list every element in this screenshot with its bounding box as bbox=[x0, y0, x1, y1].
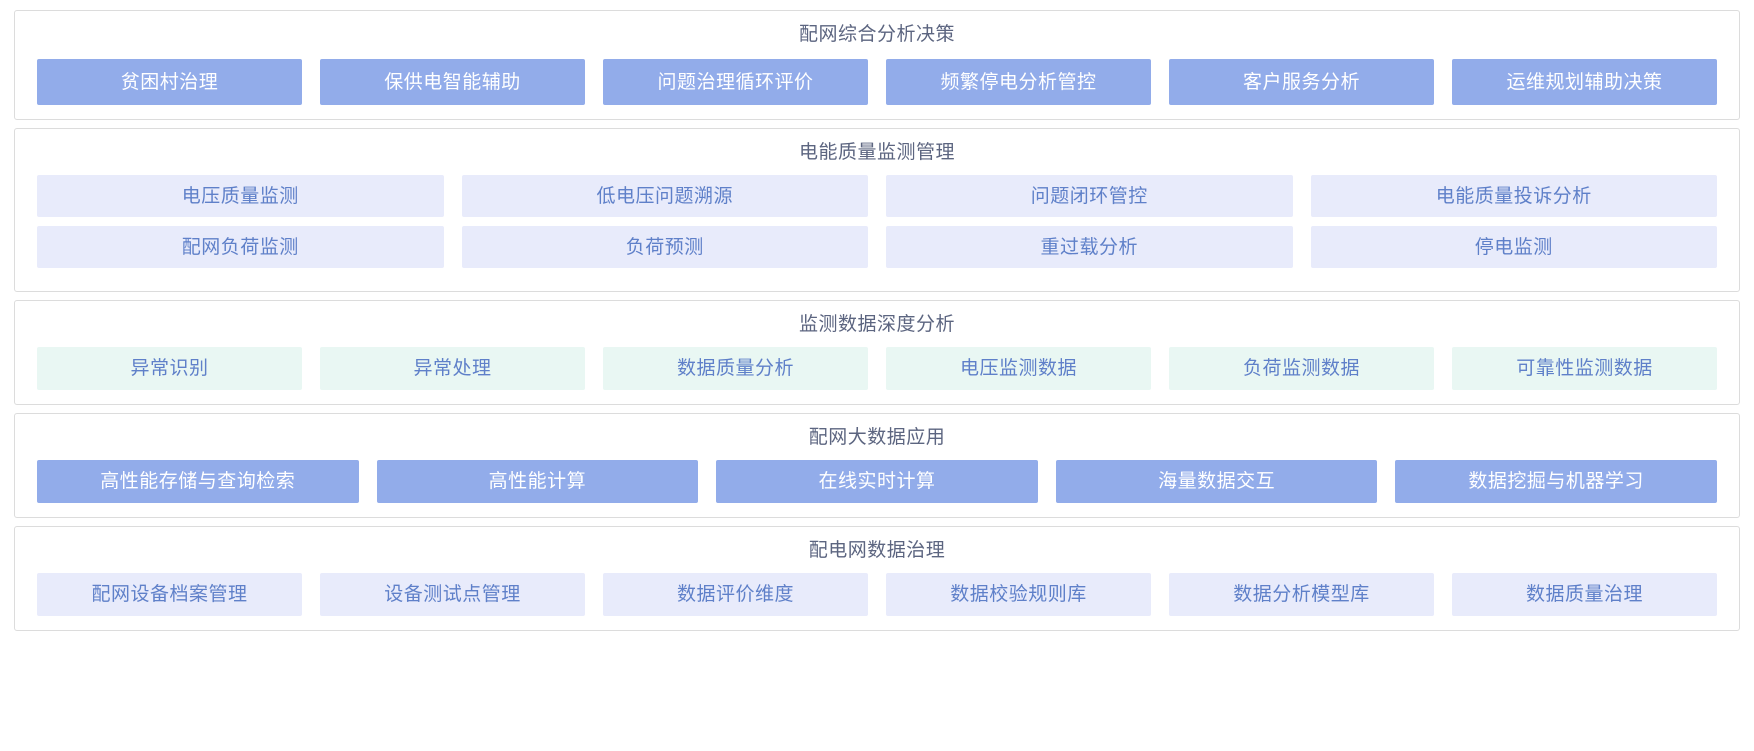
module-tile[interactable]: 数据质量治理 bbox=[1452, 573, 1717, 616]
module-tile[interactable]: 在线实时计算 bbox=[716, 460, 1038, 503]
panel-4: 配电网数据治理配网设备档案管理设备测试点管理数据评价维度数据校验规则库数据分析模… bbox=[14, 526, 1740, 631]
panel-3: 配网大数据应用高性能存储与查询检索高性能计算在线实时计算海量数据交互数据挖掘与机… bbox=[14, 413, 1740, 518]
module-tile[interactable]: 海量数据交互 bbox=[1055, 460, 1378, 503]
tile-row: 高性能存储与查询检索高性能计算在线实时计算海量数据交互数据挖掘与机器学习 bbox=[37, 460, 1717, 503]
module-tile[interactable]: 异常识别 bbox=[37, 347, 302, 390]
module-tile[interactable]: 负荷监测数据 bbox=[1169, 347, 1434, 390]
panel-title: 配电网数据治理 bbox=[808, 540, 946, 561]
module-tile[interactable]: 可靠性监测数据 bbox=[1452, 347, 1717, 390]
module-tile[interactable]: 贫困村治理 bbox=[37, 59, 302, 105]
module-tile[interactable]: 问题闭环管控 bbox=[886, 175, 1293, 217]
module-tile[interactable]: 问题治理循环评价 bbox=[603, 59, 868, 105]
module-tile[interactable]: 保供电智能辅助 bbox=[320, 59, 585, 105]
module-tile[interactable]: 数据评价维度 bbox=[603, 573, 868, 616]
module-tile[interactable]: 配网设备档案管理 bbox=[37, 573, 302, 616]
module-tile[interactable]: 停电监测 bbox=[1310, 226, 1717, 268]
tile-row: 异常识别异常处理数据质量分析电压监测数据负荷监测数据可靠性监测数据 bbox=[37, 347, 1717, 390]
module-tile[interactable]: 重过载分析 bbox=[886, 226, 1293, 268]
module-tile[interactable]: 电压监测数据 bbox=[886, 347, 1151, 390]
panel-2: 监测数据深度分析异常识别异常处理数据质量分析电压监测数据负荷监测数据可靠性监测数… bbox=[14, 300, 1740, 405]
tile-row: 贫困村治理保供电智能辅助问题治理循环评价频繁停电分析管控客户服务分析运维规划辅助… bbox=[37, 59, 1717, 105]
module-tile[interactable]: 数据质量分析 bbox=[603, 347, 868, 390]
panel-0: 配网综合分析决策贫困村治理保供电智能辅助问题治理循环评价频繁停电分析管控客户服务… bbox=[14, 10, 1740, 120]
panel-title: 配网大数据应用 bbox=[808, 427, 946, 448]
tile-row: 电压质量监测低电压问题溯源问题闭环管控电能质量投诉分析 bbox=[37, 175, 1717, 217]
module-tile[interactable]: 数据挖掘与机器学习 bbox=[1395, 460, 1717, 503]
panel-title: 监测数据深度分析 bbox=[798, 314, 955, 335]
module-tile[interactable]: 设备测试点管理 bbox=[320, 573, 585, 616]
module-tile[interactable]: 负荷预测 bbox=[461, 226, 868, 268]
panel-title: 电能质量监测管理 bbox=[798, 142, 955, 163]
module-tile[interactable]: 异常处理 bbox=[320, 347, 585, 390]
module-tile[interactable]: 电压质量监测 bbox=[37, 175, 444, 217]
module-tile[interactable]: 高性能计算 bbox=[376, 460, 699, 503]
module-tile[interactable]: 电能质量投诉分析 bbox=[1310, 175, 1717, 217]
tile-row: 配网设备档案管理设备测试点管理数据评价维度数据校验规则库数据分析模型库数据质量治… bbox=[37, 573, 1717, 616]
module-tile[interactable]: 配网负荷监测 bbox=[37, 226, 444, 268]
module-tile[interactable]: 数据分析模型库 bbox=[1169, 573, 1434, 616]
module-tile[interactable]: 运维规划辅助决策 bbox=[1452, 59, 1717, 105]
module-tile[interactable]: 低电压问题溯源 bbox=[461, 175, 868, 217]
tile-row: 配网负荷监测负荷预测重过载分析停电监测 bbox=[37, 226, 1717, 268]
module-tile[interactable]: 高性能存储与查询检索 bbox=[37, 460, 359, 503]
module-tile[interactable]: 数据校验规则库 bbox=[886, 573, 1151, 616]
module-tile[interactable]: 频繁停电分析管控 bbox=[886, 59, 1151, 105]
panel-1: 电能质量监测管理电压质量监测低电压问题溯源问题闭环管控电能质量投诉分析配网负荷监… bbox=[14, 128, 1740, 292]
module-tile[interactable]: 客户服务分析 bbox=[1169, 59, 1434, 105]
panel-title: 配网综合分析决策 bbox=[798, 24, 955, 45]
